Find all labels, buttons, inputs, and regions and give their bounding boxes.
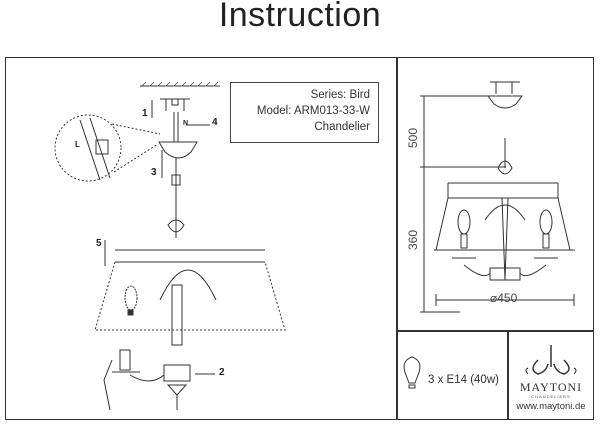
product-info-box: Series: Bird Model: ARM013-33-W Chandeli… xyxy=(230,82,379,143)
model-label: Model: ARM013-33-W xyxy=(256,105,370,117)
page-title: Instruction xyxy=(218,0,382,34)
step-4-label: 4 xyxy=(212,117,218,128)
divider xyxy=(507,330,509,420)
type-label: Chandelier xyxy=(314,121,370,133)
series-label: Series: Bird xyxy=(310,89,370,101)
step-3-label: 3 xyxy=(151,167,157,178)
divider xyxy=(396,330,594,332)
divider xyxy=(396,57,398,420)
instruction-frame xyxy=(5,57,594,420)
brand-tagline: CHANDELIERS xyxy=(531,394,571,399)
wire-n-label: N xyxy=(183,120,189,127)
dimension-chain-height: 500 xyxy=(406,127,420,148)
brand-logo: MAYTONI xyxy=(519,380,583,394)
brand-url: www.maytoni.de xyxy=(516,401,586,412)
dimension-body-height: 360 xyxy=(406,229,420,250)
step-5-label: 5 xyxy=(96,238,102,249)
step-2-label: 2 xyxy=(219,367,225,378)
dimension-diameter: ⌀450 xyxy=(490,291,518,305)
lamp-spec: 3 x E14 (40w) xyxy=(428,374,499,386)
step-1-label: 1 xyxy=(142,108,148,119)
wire-l-label: L xyxy=(75,140,80,149)
